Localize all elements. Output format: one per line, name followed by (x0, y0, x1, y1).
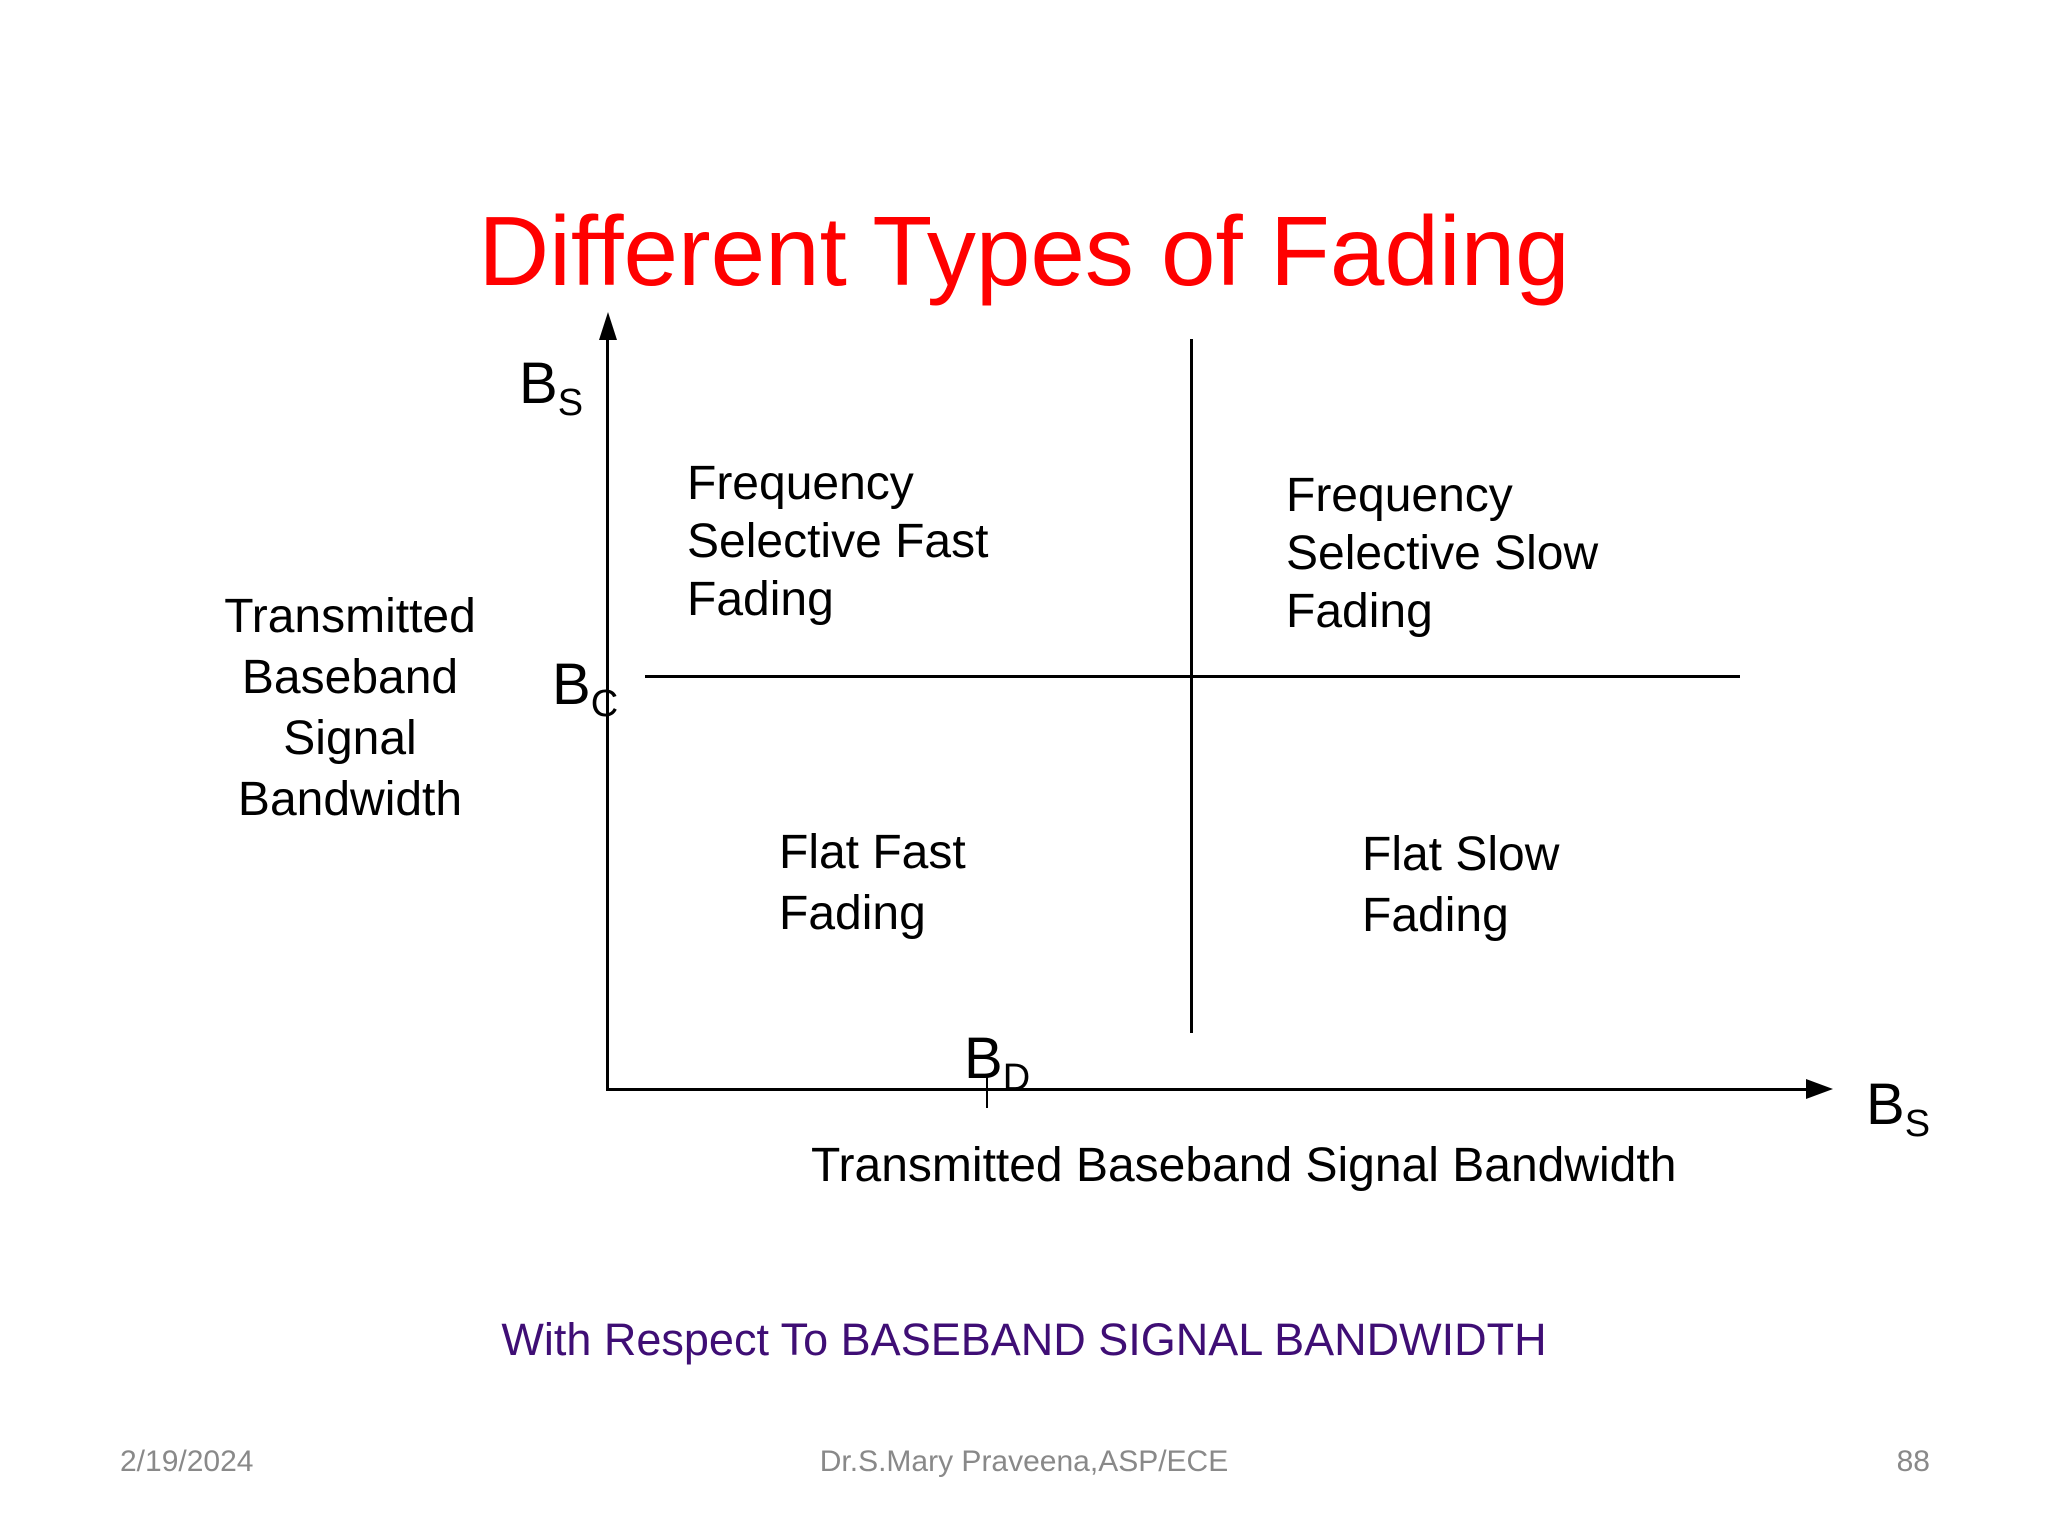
quadrant-top-right-label: Frequency Selective Slow Fading (1286, 467, 1598, 641)
left-axis-caption: Transmitted Baseband Signal Bandwidth (150, 586, 550, 830)
quadrant-line: Fading (1362, 889, 1509, 942)
coherence-label-base: B (552, 652, 591, 717)
quadrant-line: Fading (687, 573, 834, 626)
quadrant-line: Selective Fast (687, 515, 989, 568)
y-axis-label-base: B (519, 351, 558, 416)
quadrant-line: Selective Slow (1286, 527, 1599, 580)
x-axis-label-sub: S (1904, 1103, 1931, 1145)
slide-caption: With Respect To BASEBAND SIGNAL BANDWIDT… (501, 1314, 1547, 1365)
quadrant-line: Fading (1286, 585, 1433, 638)
y-axis-label-sub: S (557, 382, 584, 424)
doppler-label-base: B (964, 1026, 1003, 1091)
left-axis-caption-line: Baseband (241, 651, 459, 704)
x-axis-arrow-icon (1806, 1079, 1833, 1099)
left-axis-caption-line: Signal (283, 712, 417, 765)
quadrant-line: Frequency (687, 457, 914, 510)
quadrant-line: Flat Fast (779, 826, 966, 879)
quadrant-bottom-right-label: Flat Slow Fading (1362, 824, 1559, 946)
coherence-bandwidth-label: BC (552, 656, 618, 733)
x-axis-line (606, 1088, 1808, 1091)
footer-author: Dr.S.Mary Praveena,ASP/ECE (819, 1445, 1229, 1478)
x-axis-label-bs: BS (1866, 1076, 1930, 1153)
x-axis-label-base: B (1866, 1072, 1905, 1137)
footer-page-number: 88 (1896, 1445, 1930, 1478)
y-axis-arrow-icon (599, 312, 617, 340)
doppler-bandwidth-label: BD (964, 1030, 1030, 1107)
coherence-label-sub: C (590, 683, 619, 725)
quadrant-bottom-left-label: Flat Fast Fading (779, 822, 966, 944)
quadrant-top-left-label: Frequency Selective Fast Fading (687, 455, 988, 629)
left-axis-caption-line: Transmitted (224, 590, 476, 643)
bottom-axis-caption: Transmitted Baseband Signal Bandwidth (811, 1139, 1677, 1192)
y-axis-label-bs: BS (519, 355, 583, 432)
quadrant-line: Fading (779, 887, 926, 940)
footer-date: 2/19/2024 (120, 1445, 254, 1478)
quadrant-divider-line (1190, 339, 1193, 1033)
coherence-bandwidth-line (645, 675, 1740, 678)
left-axis-caption-line: Bandwidth (237, 773, 463, 826)
quadrant-line: Frequency (1286, 469, 1513, 522)
slide-title: Different Types of Fading (478, 196, 1570, 306)
doppler-label-sub: D (1002, 1057, 1031, 1099)
doppler-bandwidth-tick (986, 1077, 988, 1108)
quadrant-line: Flat Slow (1362, 828, 1560, 881)
y-axis-line (606, 318, 609, 1091)
